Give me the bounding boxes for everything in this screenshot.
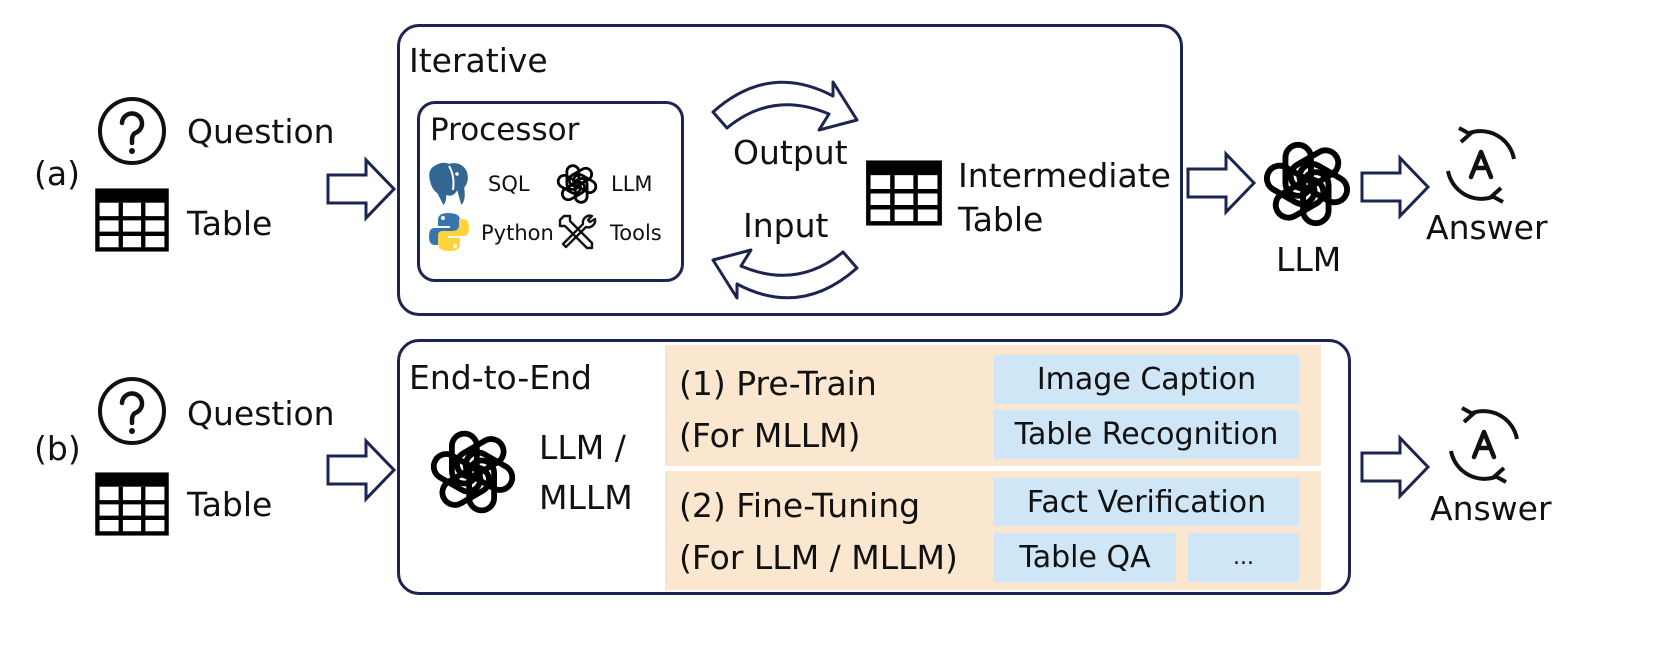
python-label: Python <box>481 221 554 245</box>
openai-logo-icon <box>1258 135 1356 233</box>
task-table-recognition: Table Recognition <box>994 410 1299 459</box>
model-line2: MLLM <box>539 478 633 517</box>
table-label: Table <box>187 485 273 524</box>
model-line1: LLM / <box>539 428 626 467</box>
row-a-label: (a) <box>34 154 80 193</box>
question-label: Question <box>187 112 335 151</box>
task-fact-verification: Fact Verification <box>994 478 1299 526</box>
hollow-arrow-icon <box>1186 152 1256 214</box>
pretrain-line2: (For MLLM) <box>679 416 861 455</box>
answer-icon <box>1443 127 1519 203</box>
task-table-qa: Table QA <box>994 533 1176 582</box>
question-icon <box>97 96 167 166</box>
intermediate-table-line1: Intermediate <box>958 156 1171 195</box>
hollow-arrow-icon <box>1360 156 1430 218</box>
openai-logo-icon <box>425 424 521 520</box>
end-to-end-title: End-to-End <box>409 358 592 397</box>
table-icon <box>865 160 943 226</box>
processor-llm-label: LLM <box>611 172 653 196</box>
intermediate-table-line2: Table <box>958 200 1044 239</box>
python-logo-icon <box>429 213 469 251</box>
tools-label: Tools <box>610 221 662 245</box>
table-icon <box>94 188 170 252</box>
tools-icon <box>558 214 597 250</box>
curved-arrow-icon <box>711 248 859 300</box>
processor-box <box>417 101 684 282</box>
sql-label: SQL <box>488 172 530 196</box>
answer-icon <box>1446 407 1522 483</box>
task-more: ... <box>1188 533 1299 582</box>
hollow-arrow-icon <box>1360 436 1430 498</box>
finetune-line1: (2) Fine-Tuning <box>679 486 921 525</box>
postgresql-elephant-icon <box>427 161 470 208</box>
table-icon <box>94 472 170 536</box>
output-label: Output <box>733 133 848 172</box>
input-label: Input <box>743 206 829 245</box>
table-label: Table <box>187 204 273 243</box>
answer-label: Answer <box>1430 489 1552 528</box>
answer-label: Answer <box>1426 208 1548 247</box>
task-image-caption: Image Caption <box>994 355 1299 404</box>
iterative-panel <box>397 24 1183 316</box>
finetune-line2: (For LLM / MLLM) <box>679 538 958 577</box>
openai-logo-icon <box>554 164 600 204</box>
hollow-arrow-icon <box>326 439 396 501</box>
question-label: Question <box>187 394 335 433</box>
row-b-label: (b) <box>34 429 81 468</box>
question-icon <box>97 376 167 446</box>
iterative-title: Iterative <box>409 41 548 80</box>
curved-arrow-icon <box>711 80 859 132</box>
pretrain-line1: (1) Pre-Train <box>679 364 877 403</box>
processor-title: Processor <box>430 112 580 148</box>
llm-label: LLM <box>1276 240 1342 279</box>
hollow-arrow-icon <box>326 158 396 220</box>
